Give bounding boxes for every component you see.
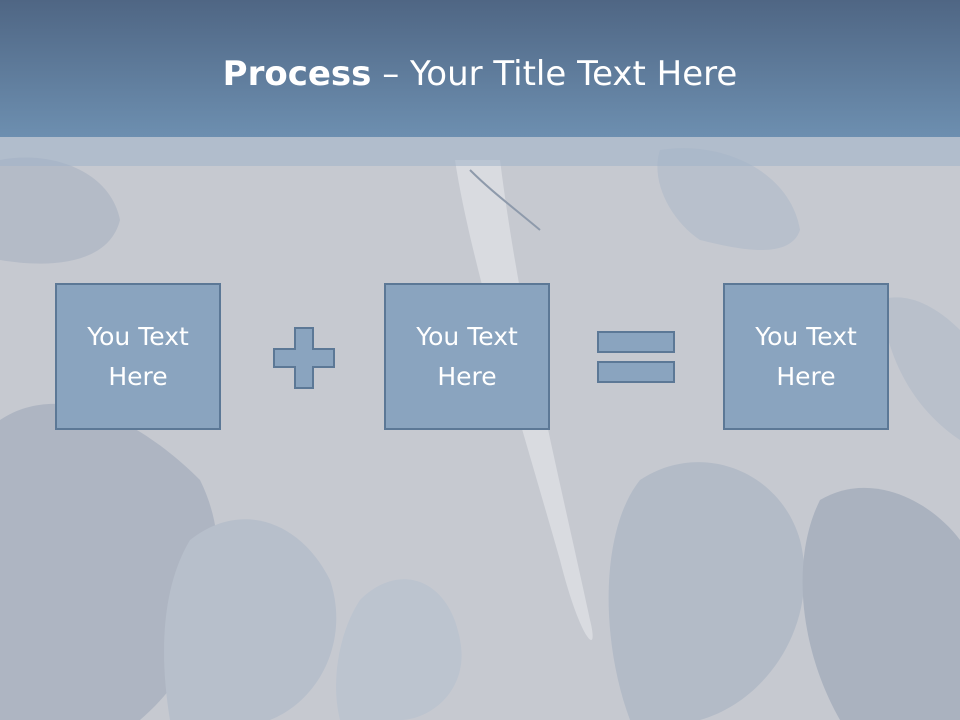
process-box-1[interactable]: You Text Here [55,283,221,430]
title-strip [0,137,960,166]
title-separator: – [371,54,411,94]
equals-icon [597,331,675,383]
title-bar [0,0,960,137]
title-rest: Your Title Text Here [410,54,738,94]
slide-title: Process – Your Title Text Here [0,50,960,98]
title-bold: Process [222,54,372,94]
process-box-2-text: You Text Here [416,321,518,391]
process-box-1-text: You Text Here [87,321,189,391]
process-box-2[interactable]: You Text Here [384,283,550,430]
process-box-3-text: You Text Here [755,321,857,391]
plus-icon [273,327,335,389]
process-box-3[interactable]: You Text Here [723,283,889,430]
